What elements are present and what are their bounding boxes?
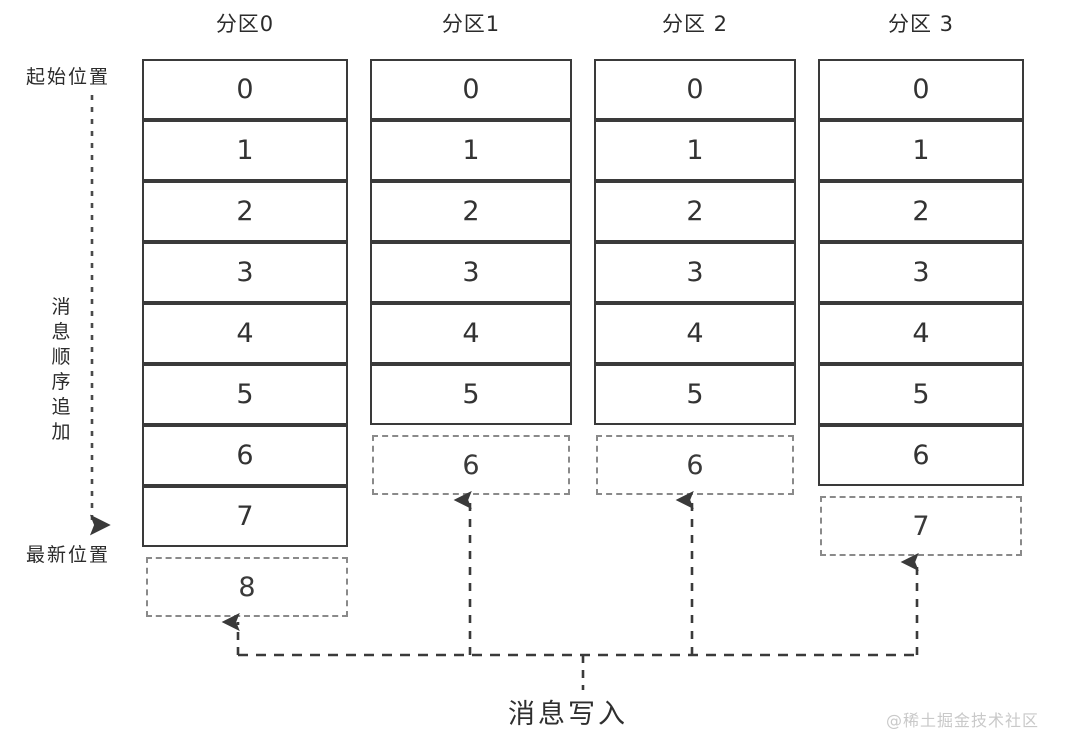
cell-p2-2: 2 <box>594 181 796 242</box>
cell-p0-4: 4 <box>142 303 348 364</box>
cell-p3-1: 1 <box>818 120 1024 181</box>
cell-p1-pending-6: 6 <box>372 435 570 495</box>
watermark: @稀土掘金技术社区 <box>886 711 1040 730</box>
cell-p2-3: 3 <box>594 242 796 303</box>
label-start-position: 起始位置 <box>26 66 111 88</box>
cell-p3-pending-7: 7 <box>820 496 1022 556</box>
append-order-char-2: 顺 <box>51 346 71 369</box>
label-latest-position: 最新位置 <box>26 544 111 566</box>
cell-p3-2: 2 <box>818 181 1024 242</box>
cell-p0-1: 1 <box>142 120 348 181</box>
append-order-char-5: 加 <box>51 421 71 444</box>
label-append-order: 消 息 顺 序 追 加 <box>48 295 74 445</box>
append-order-char-0: 消 <box>51 296 71 318</box>
partition-header-3: 分区 3 <box>887 12 955 36</box>
cell-p0-7: 7 <box>142 486 348 547</box>
cell-p2-4: 4 <box>594 303 796 364</box>
cell-p1-5: 5 <box>370 364 572 425</box>
partition-header-1: 分区1 <box>441 12 501 36</box>
partition-header-2: 分区 2 <box>661 12 729 36</box>
cell-p1-2: 2 <box>370 181 572 242</box>
cell-p3-3: 3 <box>818 242 1024 303</box>
cell-p0-0: 0 <box>142 59 348 120</box>
partition-header-0: 分区0 <box>215 12 275 36</box>
cell-p1-0: 0 <box>370 59 572 120</box>
cell-p3-5: 5 <box>818 364 1024 425</box>
cell-p2-pending-6: 6 <box>596 435 794 495</box>
cell-p3-0: 0 <box>818 59 1024 120</box>
cell-p0-5: 5 <box>142 364 348 425</box>
append-order-char-4: 追 <box>51 396 71 419</box>
cell-p2-5: 5 <box>594 364 796 425</box>
append-order-char-3: 序 <box>51 371 71 394</box>
append-order-char-1: 息 <box>51 321 71 344</box>
cell-p0-pending-8: 8 <box>146 557 348 617</box>
cell-p2-0: 0 <box>594 59 796 120</box>
cell-p2-1: 1 <box>594 120 796 181</box>
cell-p3-6: 6 <box>818 425 1024 486</box>
cell-p3-4: 4 <box>818 303 1024 364</box>
cell-p0-2: 2 <box>142 181 348 242</box>
cell-p0-6: 6 <box>142 425 348 486</box>
label-message-write: 消息写入 <box>508 699 628 730</box>
cell-p1-4: 4 <box>370 303 572 364</box>
cell-p1-1: 1 <box>370 120 572 181</box>
cell-p1-3: 3 <box>370 242 572 303</box>
cell-p0-3: 3 <box>142 242 348 303</box>
